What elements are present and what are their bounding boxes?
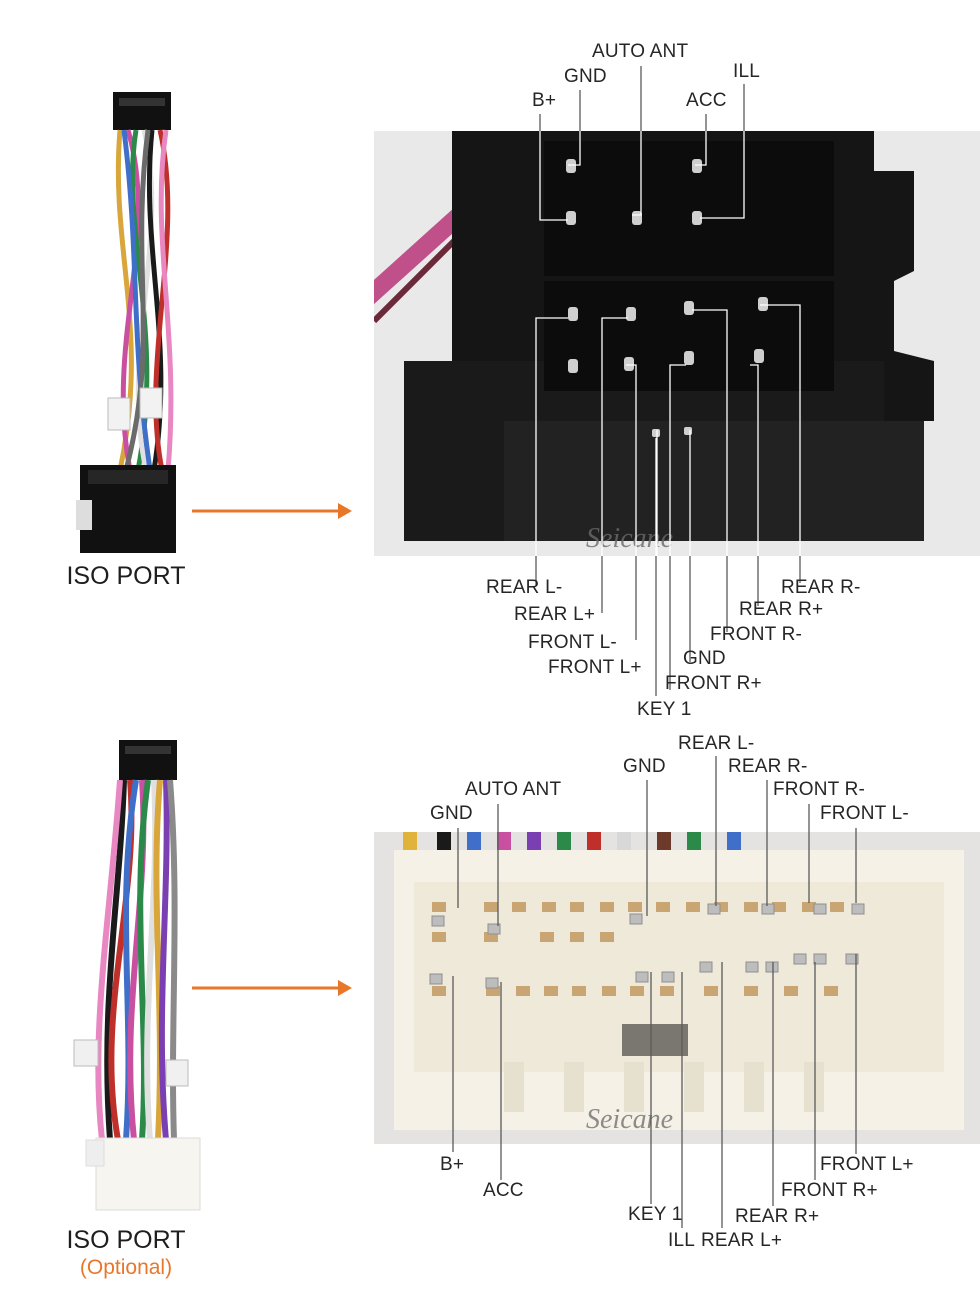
pin-label-front-l-minus: FRONT L- bbox=[528, 632, 617, 653]
pin-label-gnd-mid: GND bbox=[623, 756, 666, 777]
pin-label-front-l-minus: FRONT L- bbox=[820, 803, 909, 824]
pin-label-key1: KEY 1 bbox=[637, 699, 692, 720]
connector-photo-bottom: Seicane bbox=[374, 832, 980, 1144]
pin-label-rear-l-plus: REAR L+ bbox=[514, 604, 596, 625]
pin-label-rear-l-plus: REAR L+ bbox=[701, 1230, 783, 1251]
connector-photo-top: Seicane bbox=[374, 131, 980, 556]
pin-label-rear-r-minus: REAR R- bbox=[728, 756, 808, 777]
pin-label-b-plus: B+ bbox=[440, 1154, 465, 1175]
pin-label-key1: KEY 1 bbox=[628, 1204, 683, 1225]
pin-label-rear-r-minus: REAR R- bbox=[781, 577, 861, 598]
pin-label-ill: ILL bbox=[668, 1230, 696, 1251]
pin-label-rear-r-plus: REAR R+ bbox=[739, 599, 824, 620]
pin-label-auto-ant: AUTO ANT bbox=[592, 41, 689, 62]
pin-label-front-r-plus: FRONT R+ bbox=[781, 1180, 878, 1201]
pin-label-rear-r-plus: REAR R+ bbox=[735, 1206, 820, 1227]
watermark-text-top: Seicane bbox=[586, 523, 674, 554]
pin-label-acc: ACC bbox=[483, 1180, 524, 1201]
iso-port-caption-bottom: ISO PORT bbox=[66, 1226, 186, 1254]
pin-label-acc: ACC bbox=[686, 90, 727, 111]
pin-label-rear-l-minus: REAR L- bbox=[486, 577, 563, 598]
pin-label-b-plus: B+ bbox=[532, 90, 557, 111]
pin-label-front-r-minus: FRONT R- bbox=[710, 624, 803, 645]
pin-label-front-r-minus: FRONT R- bbox=[773, 779, 866, 800]
pin-label-front-r-plus: FRONT R+ bbox=[665, 673, 762, 694]
optional-label: (Optional) bbox=[79, 1256, 173, 1279]
pin-label-auto-ant: AUTO ANT bbox=[465, 779, 562, 800]
pin-label-front-l-plus: FRONT L+ bbox=[548, 657, 642, 678]
pin-label-rear-l-minus: REAR L- bbox=[678, 733, 755, 754]
watermark-text-bottom: Seicane bbox=[586, 1104, 674, 1135]
pin-label-ill: ILL bbox=[733, 61, 761, 82]
pin-label-gnd-2: GND bbox=[683, 648, 726, 669]
pin-label-front-l-plus: FRONT L+ bbox=[820, 1154, 914, 1175]
pin-label-gnd: GND bbox=[564, 66, 607, 87]
pin-label-gnd-left: GND bbox=[430, 803, 473, 824]
iso-port-caption-top: ISO PORT bbox=[66, 562, 186, 590]
